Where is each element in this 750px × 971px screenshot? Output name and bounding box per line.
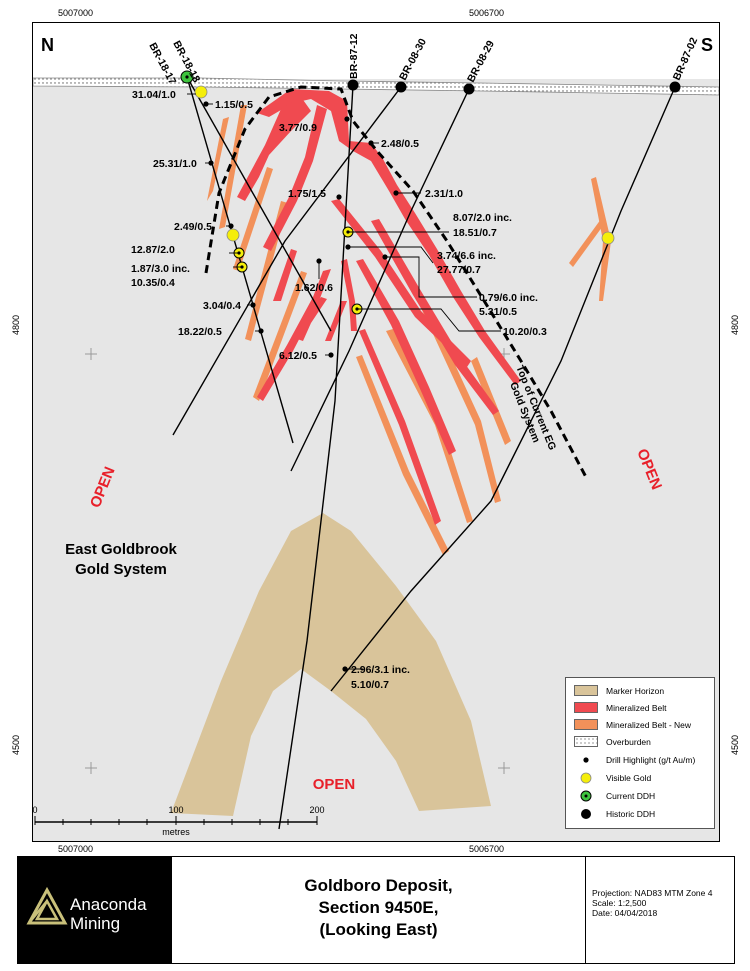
coord-bottom-left: 5007000: [58, 844, 94, 854]
coord-bottom-right: 5006700: [469, 844, 505, 854]
svg-text:5.31/0.5: 5.31/0.5: [479, 306, 517, 318]
north-label: N: [41, 35, 54, 55]
label-br-87-12: BR-87-12: [348, 33, 360, 79]
company-logo: Anaconda Mining: [18, 857, 172, 963]
svg-text:metres: metres: [162, 827, 190, 837]
intercept-labels: 31.04/1.0 1.15/0.5 3.77/0.9 2.48/0.5 25.…: [131, 89, 547, 691]
logo-text: Anaconda Mining: [70, 895, 147, 933]
historic-collar-87-02: [669, 81, 681, 93]
top-of-system-line: [204, 85, 589, 480]
svg-text:1.62/0.6: 1.62/0.6: [295, 282, 333, 294]
svg-text:25.31/1.0: 25.31/1.0: [153, 158, 197, 170]
drill-highlight-points: [203, 101, 399, 672]
svg-text:1.87/3.0 inc.: 1.87/3.0 inc.: [131, 263, 190, 275]
legend-historic-ddh: Historic DDH: [574, 808, 655, 820]
coord-top-right: 5006700: [469, 8, 505, 18]
svg-text:2.49/0.5: 2.49/0.5: [174, 221, 212, 233]
trace-br-08-30: [172, 86, 402, 436]
historic-collar-08-30: [395, 81, 407, 93]
system-label-line2: Gold System: [75, 561, 167, 578]
legend-visible-gold: Visible Gold: [574, 772, 651, 784]
elev-left-lower: 4500: [11, 734, 21, 755]
projection-text: Projection: NAD83 MTM Zone 4: [592, 888, 713, 898]
svg-text:1.15/0.5: 1.15/0.5: [215, 99, 253, 111]
svg-text:5.10/0.7: 5.10/0.7: [351, 679, 389, 691]
coord-top-left: 5007000: [58, 8, 94, 18]
trace-br-18-18: [186, 76, 294, 444]
title-block: Anaconda Mining Goldboro Deposit, Sectio…: [17, 856, 735, 964]
sky-area: [33, 23, 719, 79]
mineralized-belt-new: [207, 105, 611, 555]
svg-text:2.48/0.5: 2.48/0.5: [381, 138, 419, 150]
svg-text:3.77/0.9: 3.77/0.9: [279, 122, 317, 134]
svg-text:12.87/2.0: 12.87/2.0: [131, 244, 175, 256]
svg-text:2.31/1.0: 2.31/1.0: [425, 188, 463, 200]
svg-text:10.20/0.3: 10.20/0.3: [503, 326, 547, 338]
svg-text:100: 100: [168, 805, 183, 815]
svg-text:200: 200: [309, 805, 324, 815]
legend-current-ddh: Current DDH: [574, 790, 655, 802]
svg-text:8.07/2.0 inc.: 8.07/2.0 inc.: [453, 212, 512, 224]
elev-right-upper: 4800: [730, 314, 740, 335]
svg-text:1.75/1.5: 1.75/1.5: [288, 188, 326, 200]
legend-mineralized-belt: Mineralized Belt: [574, 702, 666, 713]
trace-br-08-29: [290, 88, 470, 472]
svg-text:6.12/0.5: 6.12/0.5: [279, 350, 317, 362]
triangle-logo-icon: [26, 887, 68, 925]
south-label: S: [701, 35, 713, 55]
svg-text:27.77/0.7: 27.77/0.7: [437, 264, 481, 276]
elev-right-lower: 4500: [730, 734, 740, 755]
historic-collar-08-29: [463, 83, 475, 95]
svg-text:18.22/0.5: 18.22/0.5: [178, 326, 222, 338]
open-label-bottom: OPEN: [313, 776, 356, 793]
svg-text:3.04/0.4: 3.04/0.4: [203, 300, 241, 312]
legend-overburden: Overburden: [574, 736, 651, 747]
trace-br-18-17: [186, 76, 332, 332]
svg-text:31.04/1.0: 31.04/1.0: [132, 89, 176, 101]
svg-text:3.74/6.6 inc.: 3.74/6.6 inc.: [437, 250, 496, 262]
open-label-left: OPEN: [87, 464, 119, 510]
historic-collar-87-12: [347, 79, 359, 91]
section-map: N S BR-18-18 BR-18-17 BR-87-12 BR-08-30 …: [32, 22, 720, 842]
legend: Marker Horizon Mineralized Belt Minerali…: [565, 677, 715, 829]
elev-left-upper: 4800: [11, 314, 21, 335]
system-label-line1: East Goldbrook: [65, 541, 177, 558]
trace-br-87-12: [278, 84, 354, 830]
map-title: Goldboro Deposit, Section 9450E, (Lookin…: [304, 876, 453, 939]
legend-marker-horizon: Marker Horizon: [574, 685, 664, 696]
legend-drill-highlight: Drill Highlight (g/t Au/m): [574, 755, 695, 765]
svg-text:18.51/0.7: 18.51/0.7: [453, 227, 497, 239]
mineralized-belt: [237, 89, 521, 525]
marker-horizon: [171, 513, 491, 816]
map-info: Projection: NAD83 MTM Zone 4 Scale: 1:2,…: [585, 857, 735, 963]
svg-text:2.96/3.1 inc.: 2.96/3.1 inc.: [351, 664, 410, 676]
svg-text:0.79/6.0 inc.: 0.79/6.0 inc.: [479, 292, 538, 304]
date-text: Date: 04/04/2018: [592, 908, 658, 918]
open-label-right: OPEN: [633, 446, 665, 492]
scale-text: Scale: 1:2,500: [592, 898, 647, 908]
svg-text:10.35/0.4: 10.35/0.4: [131, 277, 175, 289]
svg-text:0: 0: [33, 805, 38, 815]
drill-traces: [172, 76, 676, 830]
trace-br-87-02: [330, 86, 676, 692]
scale-bar: 0 100 200 metres: [33, 805, 325, 837]
legend-mineralized-belt-new: Mineralized Belt - New: [574, 719, 691, 730]
section-svg: N S BR-18-18 BR-18-17 BR-87-12 BR-08-30 …: [33, 23, 719, 837]
collars: [180, 70, 681, 95]
